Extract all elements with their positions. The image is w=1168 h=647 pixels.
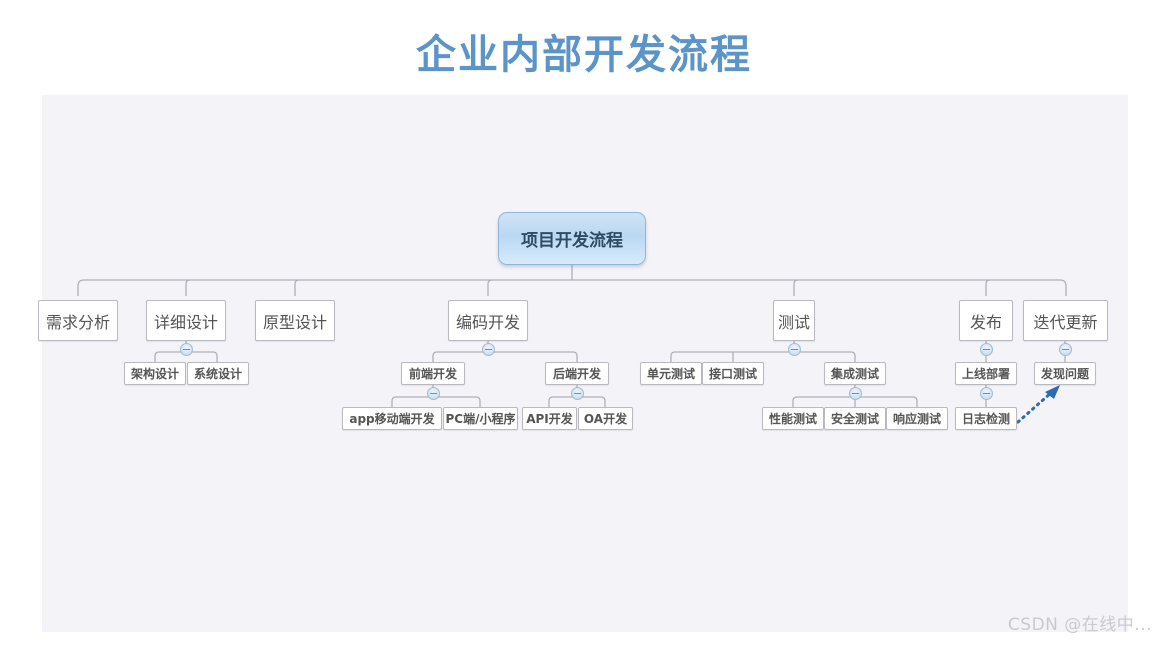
node-system-design[interactable]: 系统设计 bbox=[187, 362, 249, 385]
node-label: 性能测试 bbox=[768, 412, 817, 426]
node-label: 集成测试 bbox=[830, 367, 879, 381]
node-testing[interactable]: 测试 bbox=[773, 300, 815, 341]
node-interface-testing[interactable]: 接口测试 bbox=[702, 362, 764, 385]
collapse-toggle-backend-development[interactable] bbox=[571, 387, 584, 400]
collapse-toggle-integration-testing[interactable] bbox=[849, 387, 862, 400]
node-integration-testing[interactable]: 集成测试 bbox=[824, 362, 886, 385]
collapse-toggle-iterative-update[interactable] bbox=[1059, 343, 1072, 356]
node-label: 原型设计 bbox=[262, 312, 327, 332]
node-prototype-design[interactable]: 原型设计 bbox=[255, 300, 335, 341]
node-label: 接口测试 bbox=[708, 367, 757, 381]
node-label: 测试 bbox=[777, 312, 810, 332]
node-performance-testing[interactable]: 性能测试 bbox=[762, 407, 824, 430]
node-frontend-development[interactable]: 前端开发 bbox=[401, 362, 465, 385]
node-log-detection[interactable]: 日志检测 bbox=[955, 407, 1017, 430]
node-requirements-analysis[interactable]: 需求分析 bbox=[38, 300, 118, 341]
node-label: 详细设计 bbox=[153, 312, 218, 332]
node-detailed-design[interactable]: 详细设计 bbox=[146, 300, 226, 341]
collapse-toggle-frontend-development[interactable] bbox=[427, 387, 440, 400]
node-architecture-design[interactable]: 架构设计 bbox=[124, 362, 186, 385]
node-pc-miniprogram[interactable]: PC端/小程序 bbox=[443, 407, 518, 430]
node-label: 项目开发流程 bbox=[521, 231, 623, 251]
node-online-deployment[interactable]: 上线部署 bbox=[955, 362, 1017, 385]
node-label: 编码开发 bbox=[455, 312, 520, 332]
collapse-toggle-release[interactable] bbox=[980, 343, 993, 356]
node-label: 响应测试 bbox=[892, 412, 941, 426]
node-discover-issues[interactable]: 发现问题 bbox=[1034, 362, 1096, 385]
node-label: OA开发 bbox=[583, 412, 628, 426]
collapse-toggle-detailed-design[interactable] bbox=[180, 343, 193, 356]
node-label: 发布 bbox=[969, 312, 1002, 332]
watermark: CSDN @在线中... bbox=[1007, 615, 1152, 635]
node-release[interactable]: 发布 bbox=[959, 300, 1013, 341]
node-label: 安全测试 bbox=[830, 412, 879, 426]
node-label: 上线部署 bbox=[961, 367, 1010, 381]
node-iterative-update[interactable]: 迭代更新 bbox=[1023, 300, 1108, 341]
node-security-testing[interactable]: 安全测试 bbox=[824, 407, 886, 430]
node-unit-testing[interactable]: 单元测试 bbox=[640, 362, 702, 385]
node-coding-development[interactable]: 编码开发 bbox=[448, 300, 528, 341]
node-response-testing[interactable]: 响应测试 bbox=[886, 407, 948, 430]
collapse-toggle-testing[interactable] bbox=[788, 343, 801, 356]
node-label: PC端/小程序 bbox=[445, 412, 516, 426]
node-label: 需求分析 bbox=[45, 312, 110, 332]
node-label: 迭代更新 bbox=[1033, 312, 1098, 332]
node-label: 架构设计 bbox=[130, 367, 179, 381]
node-label: 系统设计 bbox=[193, 367, 242, 381]
node-api-development[interactable]: API开发 bbox=[522, 407, 577, 430]
node-label: 单元测试 bbox=[646, 367, 695, 381]
collapse-toggle-online-deployment[interactable] bbox=[980, 387, 993, 400]
node-label: 日志检测 bbox=[961, 412, 1010, 426]
page-title: 企业内部开发流程 bbox=[416, 32, 752, 78]
node-label: 发现问题 bbox=[1040, 367, 1089, 381]
node-root[interactable]: 项目开发流程 bbox=[498, 212, 646, 265]
node-label: 后端开发 bbox=[552, 367, 601, 381]
node-label: API开发 bbox=[526, 412, 573, 426]
node-oa-development[interactable]: OA开发 bbox=[578, 407, 633, 430]
node-label: 前端开发 bbox=[408, 367, 457, 381]
node-app-mobile-development[interactable]: app移动端开发 bbox=[342, 407, 442, 430]
node-backend-development[interactable]: 后端开发 bbox=[545, 362, 609, 385]
node-label: app移动端开发 bbox=[349, 412, 435, 426]
collapse-toggle-coding-development[interactable] bbox=[482, 343, 495, 356]
